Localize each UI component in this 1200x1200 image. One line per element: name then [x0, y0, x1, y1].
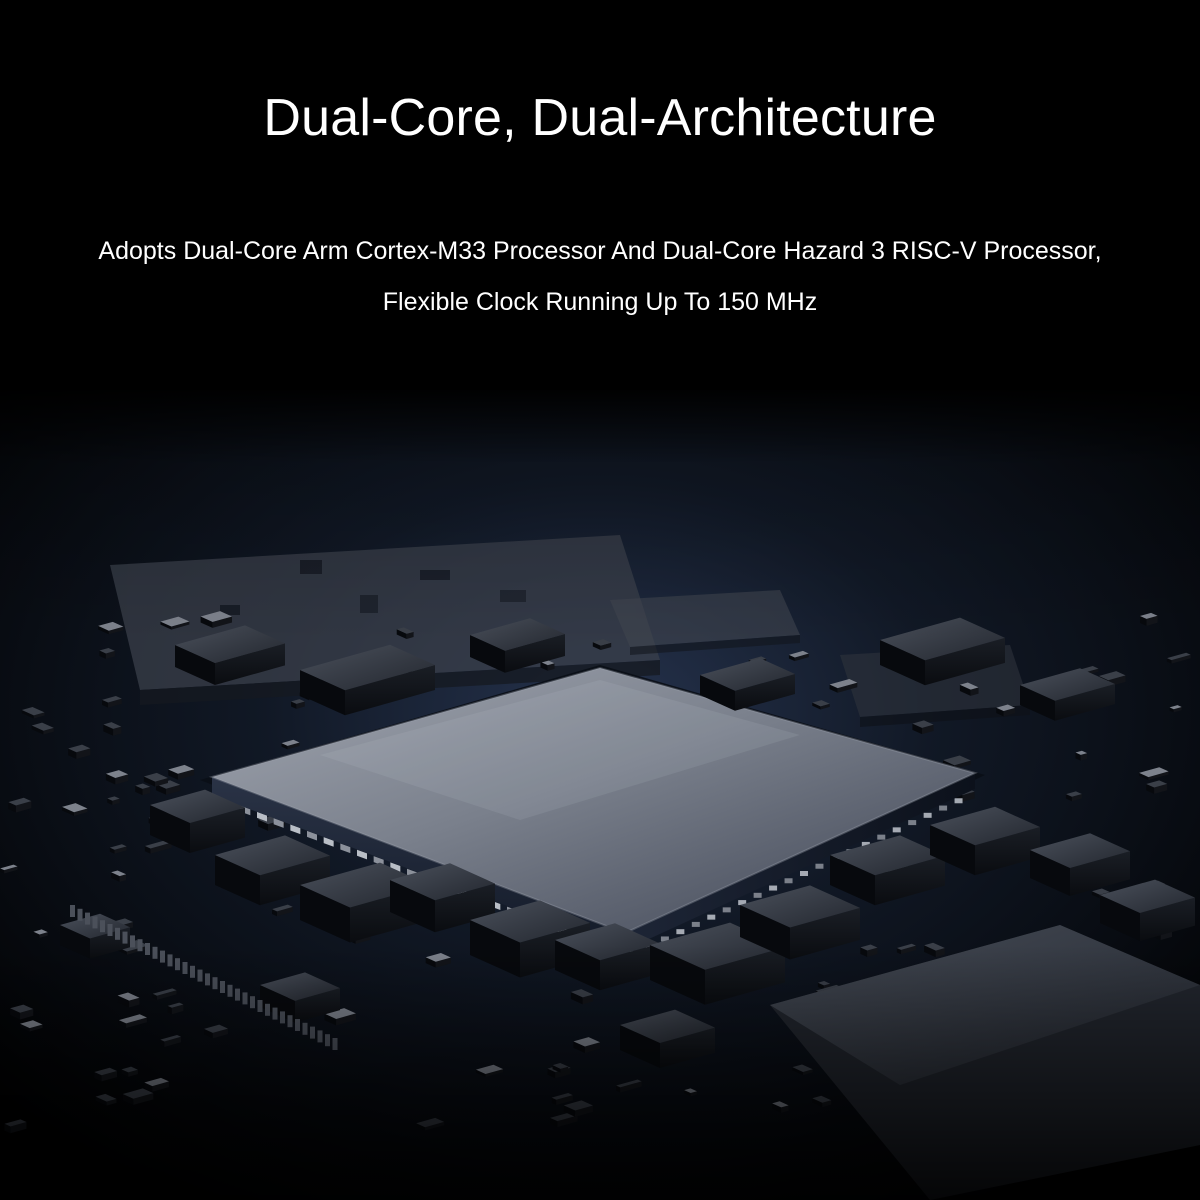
connector-pin: [115, 927, 120, 940]
banner-subtitle-line-1: Adopts Dual-Core Arm Cortex-M33 Processo…: [98, 237, 1102, 265]
dark-component: [1100, 879, 1195, 941]
pin: [923, 812, 932, 818]
connector-pin: [92, 916, 98, 929]
connector-pin: [100, 920, 105, 933]
connector-pin: [130, 935, 135, 948]
banner-title: Dual-Core, Dual-Architecture: [263, 89, 937, 147]
small-component: [1065, 791, 1082, 802]
connector-pin: [122, 931, 128, 944]
connector-pin: [77, 908, 83, 921]
dark-component: [150, 789, 245, 853]
small-component: [155, 780, 181, 795]
circuit-board-illustration: [0, 385, 1200, 1200]
pin: [722, 907, 731, 913]
small-component: [107, 796, 120, 806]
banner-subtitle-line-2: Flexible Clock Running Up To 150 MHz: [382, 288, 818, 316]
small-component: [33, 929, 48, 938]
dark-component: [1020, 668, 1115, 721]
small-component: [788, 650, 809, 662]
pin: [390, 862, 401, 873]
pin: [753, 892, 762, 898]
dark-component: [215, 835, 330, 906]
circuit-board-svg: [0, 385, 1200, 1200]
small-component: [99, 648, 115, 659]
small-component: [102, 695, 122, 708]
dark-component: [390, 863, 495, 933]
pin: [800, 871, 808, 876]
small-component: [168, 764, 195, 780]
small-component: [1169, 705, 1182, 713]
connector-pin: [85, 912, 90, 925]
dark-component: [700, 658, 795, 711]
small-component: [812, 700, 830, 710]
pin: [691, 921, 700, 927]
pin: [769, 885, 778, 891]
small-component: [68, 744, 91, 760]
connector-pin: [107, 924, 113, 936]
small-component: [0, 864, 18, 874]
small-component: [105, 770, 129, 785]
pin: [877, 834, 886, 840]
pin: [861, 841, 870, 847]
small-component: [959, 682, 979, 696]
small-component: [272, 904, 293, 917]
pin: [892, 827, 901, 833]
dark-component: [1030, 833, 1130, 896]
small-component: [109, 844, 127, 854]
pin: [784, 878, 793, 884]
pin: [954, 798, 963, 804]
pin: [307, 830, 317, 841]
dark-component: [300, 644, 435, 716]
small-component: [103, 722, 122, 736]
small-component: [8, 797, 32, 813]
pin: [707, 914, 716, 920]
small-component: [996, 704, 1016, 717]
pin: [357, 849, 367, 860]
banner-header: Dual-Core, Dual-Architecture Adopts Dual…: [0, 0, 1200, 390]
dark-component: [930, 806, 1040, 876]
pin: [323, 837, 334, 847]
small-component: [912, 720, 934, 735]
pin: [815, 863, 824, 869]
connector-pin: [70, 905, 75, 917]
dark-component: [830, 835, 945, 906]
small-component: [291, 699, 305, 709]
pin: [660, 936, 669, 942]
small-component: [143, 772, 168, 787]
small-component: [62, 803, 88, 816]
small-component: [31, 722, 54, 735]
small-component: [144, 840, 172, 854]
pin: [290, 824, 301, 835]
small-component: [1166, 652, 1191, 664]
pin: [257, 811, 267, 822]
small-component: [1075, 750, 1088, 761]
pin: [340, 843, 351, 854]
small-component: [1139, 767, 1169, 781]
small-component: [829, 678, 858, 693]
pin: [676, 929, 685, 935]
pin: [273, 818, 284, 828]
small-component: [135, 783, 151, 796]
pin: [908, 820, 917, 826]
small-component: [21, 706, 45, 719]
pin: [939, 805, 948, 811]
pin: [738, 900, 747, 906]
small-component: [1146, 780, 1168, 794]
small-component: [111, 870, 127, 882]
small-component: [281, 739, 300, 750]
